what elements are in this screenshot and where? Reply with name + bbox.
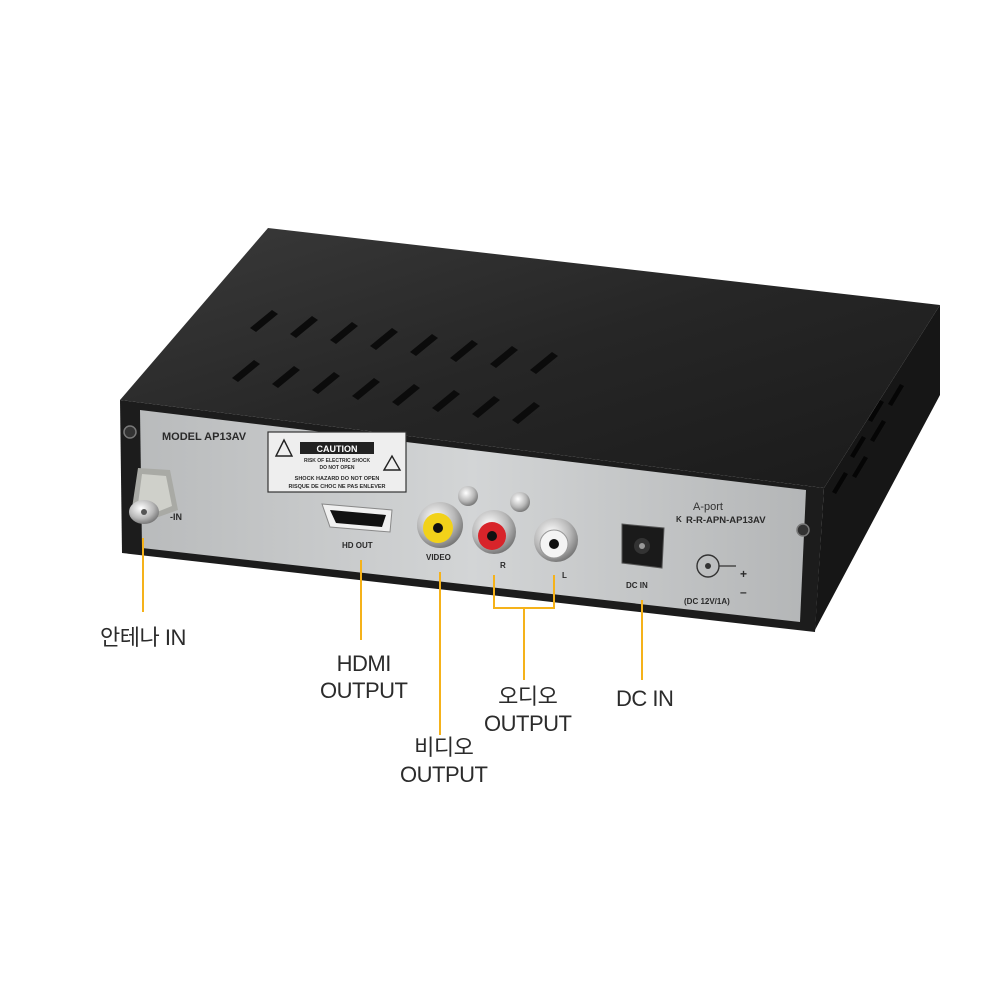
- cert-mark-icon: K: [676, 515, 682, 524]
- screw-right: [796, 523, 810, 537]
- caution-title: CAUTION: [317, 444, 358, 454]
- video-jack: VIDEO: [417, 486, 478, 562]
- dc-port-label: DC IN: [626, 581, 648, 590]
- audio-callout-line2: OUTPUT: [484, 711, 572, 736]
- hdmi-callout-line1: HDMI: [336, 651, 392, 676]
- warning-icon: [274, 438, 294, 457]
- power-spec: (DC 12V/1A): [684, 597, 730, 606]
- leader-lines: [142, 538, 643, 735]
- case-side: [815, 305, 940, 630]
- caution-line1: RISK OF ELECTRIC SHOCK: [304, 458, 371, 464]
- dc-callout: DC IN: [616, 685, 674, 712]
- audio-l-jack: L: [534, 518, 578, 580]
- audio-callout-line1: 오디오: [498, 684, 558, 709]
- warning-icon: [382, 454, 402, 471]
- dc-callout-text: DC IN: [616, 686, 674, 711]
- shock-line1: SHOCK HAZARD DO NOT OPEN: [295, 476, 380, 482]
- hdmi-port-label: HD OUT: [342, 541, 373, 550]
- dc-jack: DC IN: [621, 523, 665, 590]
- video-callout-line2: OUTPUT: [400, 762, 488, 787]
- audio-l-port-label: L: [562, 571, 567, 580]
- video-callout: 비디오 OUTPUT: [400, 734, 488, 788]
- video-callout-line1: 비디오: [414, 735, 474, 760]
- video-port-label: VIDEO: [426, 553, 451, 562]
- audio-r-jack: R: [472, 492, 530, 570]
- plus-symbol: +: [740, 567, 747, 581]
- brand-label: A-port: [693, 501, 723, 513]
- hdmi-callout-line2: OUTPUT: [320, 678, 408, 703]
- audio-callout: 오디오 OUTPUT: [484, 683, 572, 737]
- antenna-connector: -IN: [129, 468, 182, 524]
- shock-line2: RISQUE DE CHOC NE PAS ENLEVER: [288, 484, 385, 490]
- side-vent-slots: [832, 384, 904, 494]
- antenna-callout-text: 안테나 IN: [100, 625, 186, 650]
- caution-line2: DO NOT OPEN: [319, 465, 354, 471]
- antenna-callout: 안테나 IN: [100, 624, 186, 651]
- hdmi-callout: HDMI OUTPUT: [320, 650, 408, 704]
- cert-label: R-R-APN-AP13AV: [686, 515, 766, 526]
- polarity-icon: + – (DC 12V/1A): [684, 554, 747, 606]
- vent-slots: [232, 310, 558, 424]
- screw-left: [123, 425, 137, 439]
- hdmi-port: HD OUT: [321, 503, 393, 550]
- caution-label: CAUTION RISK OF ELECTRIC SHOCK DO NOT OP…: [267, 431, 407, 493]
- antenna-port-label: -IN: [170, 512, 182, 522]
- model-label: MODEL AP13AV: [162, 431, 247, 443]
- minus-symbol: –: [740, 585, 747, 599]
- audio-r-port-label: R: [500, 561, 506, 570]
- case-top: [120, 228, 940, 488]
